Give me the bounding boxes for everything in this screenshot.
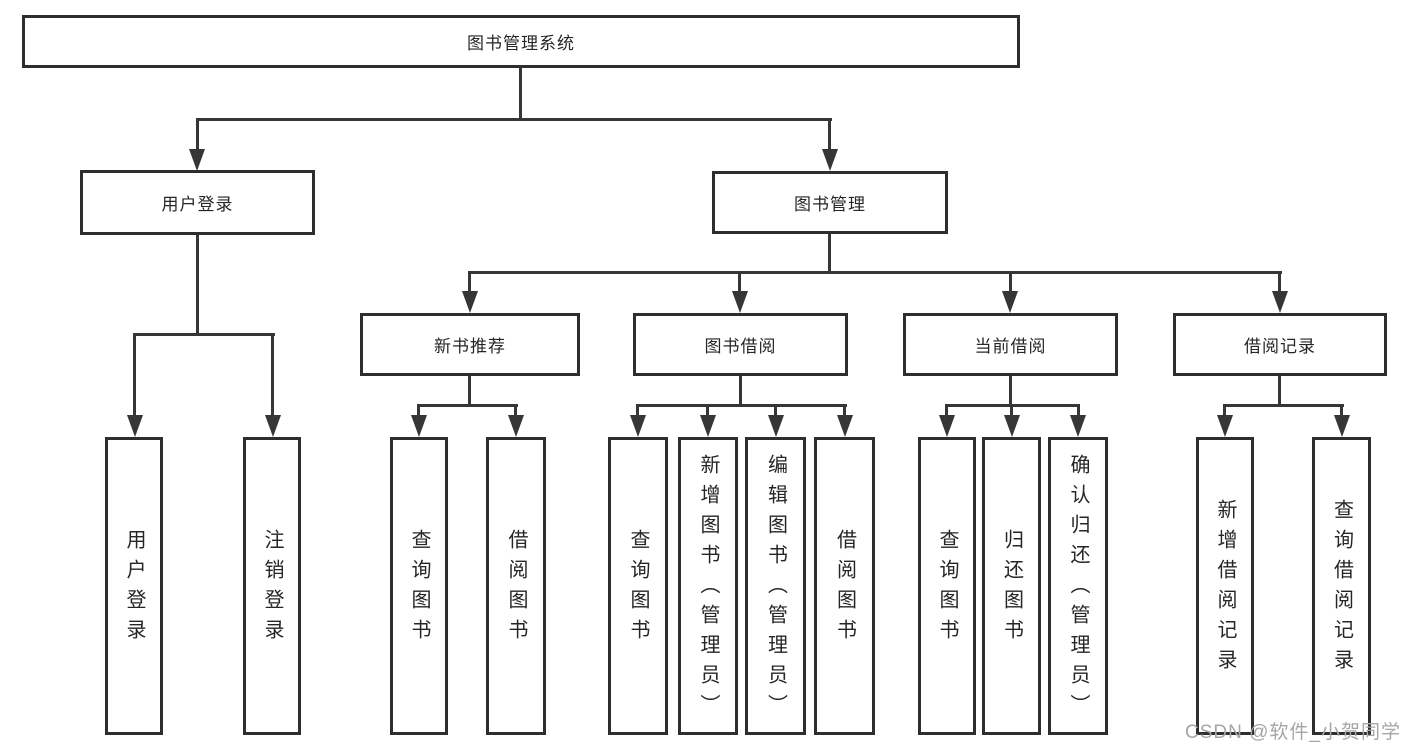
arrow-down bbox=[630, 415, 646, 437]
arrow-down bbox=[1004, 415, 1020, 437]
leaf-borrow-query-book-label: 查询图书 bbox=[627, 529, 649, 649]
leaf-confirm-return-admin-label: 确认归还（管理员） bbox=[1067, 454, 1089, 724]
leaf-add-book-admin: 新增图书（管理员） bbox=[678, 437, 738, 735]
connector-line bbox=[514, 404, 517, 418]
arrow-down bbox=[939, 415, 955, 437]
leaf-user-login: 用户登录 bbox=[105, 437, 163, 735]
watermark: CSDN @软件_小贺同学 bbox=[1185, 722, 1401, 743]
leaf-logout: 注销登录 bbox=[243, 437, 301, 735]
leaf-logout-label: 注销登录 bbox=[261, 529, 283, 649]
node-root-label: 图书管理系统 bbox=[467, 34, 575, 53]
arrow-down bbox=[768, 415, 784, 437]
connector-line bbox=[1223, 404, 1344, 407]
connector-line bbox=[519, 68, 522, 121]
connector-line bbox=[133, 333, 275, 336]
leaf-newbooks-query-book-label: 查询图书 bbox=[408, 529, 430, 649]
arrow-down bbox=[732, 291, 748, 313]
connector-line bbox=[828, 118, 831, 152]
arrow-down bbox=[822, 149, 838, 171]
connector-line bbox=[196, 118, 199, 152]
node-current-borrow: 当前借阅 bbox=[903, 313, 1118, 376]
connector-line bbox=[1223, 404, 1226, 418]
leaf-current-query-book: 查询图书 bbox=[918, 437, 976, 735]
leaf-query-borrow-record: 查询借阅记录 bbox=[1312, 437, 1371, 735]
node-user-login-label: 用户登录 bbox=[161, 195, 234, 214]
leaf-return-book: 归还图书 bbox=[982, 437, 1041, 735]
arrow-down bbox=[189, 149, 205, 171]
leaf-user-login-label: 用户登录 bbox=[123, 529, 145, 649]
arrow-down bbox=[1002, 291, 1018, 313]
connector-line bbox=[706, 404, 709, 418]
node-user-login: 用户登录 bbox=[80, 170, 315, 235]
arrow-down bbox=[1070, 415, 1086, 437]
leaf-add-borrow-record-label: 新增借阅记录 bbox=[1214, 499, 1236, 679]
connector-line bbox=[1010, 404, 1013, 418]
connector-line bbox=[468, 271, 471, 295]
node-new-book-recommend-label: 新书推荐 bbox=[434, 337, 506, 356]
leaf-confirm-return-admin: 确认归还（管理员） bbox=[1048, 437, 1108, 735]
leaf-add-book-admin-label: 新增图书（管理员） bbox=[697, 454, 719, 724]
leaf-edit-book-admin-label: 编辑图书（管理员） bbox=[764, 454, 787, 724]
arrow-down bbox=[837, 415, 853, 437]
leaf-return-book-label: 归还图书 bbox=[1000, 529, 1023, 649]
leaf-query-borrow-record-label: 查询借阅记录 bbox=[1330, 499, 1353, 679]
leaf-newbooks-borrow-book-label: 借阅图书 bbox=[505, 529, 527, 649]
node-book-management-label: 图书管理 bbox=[794, 195, 866, 214]
node-new-book-recommend: 新书推荐 bbox=[360, 313, 580, 376]
leaf-edit-book-admin: 编辑图书（管理员） bbox=[745, 437, 806, 735]
connector-line bbox=[1009, 271, 1012, 295]
leaf-borrow-borrow-book: 借阅图书 bbox=[814, 437, 875, 735]
leaf-borrow-borrow-book-label: 借阅图书 bbox=[833, 529, 856, 649]
arrow-down bbox=[700, 415, 716, 437]
arrow-down bbox=[265, 415, 281, 437]
leaf-newbooks-borrow-book: 借阅图书 bbox=[486, 437, 546, 735]
node-book-management: 图书管理 bbox=[712, 171, 948, 234]
connector-line bbox=[828, 234, 831, 274]
connector-line bbox=[739, 376, 742, 407]
leaf-current-query-book-label: 查询图书 bbox=[936, 529, 958, 649]
node-root: 图书管理系统 bbox=[22, 15, 1020, 68]
connector-line bbox=[1077, 404, 1080, 418]
arrow-down bbox=[1272, 291, 1288, 313]
arrow-down bbox=[462, 291, 478, 313]
arrow-down bbox=[1334, 415, 1350, 437]
connector-line bbox=[271, 333, 274, 418]
node-book-borrow-label: 图书借阅 bbox=[704, 337, 777, 356]
connector-line bbox=[1340, 404, 1343, 418]
node-borrow-records: 借阅记录 bbox=[1173, 313, 1387, 376]
connector-line bbox=[843, 404, 846, 418]
arrow-down bbox=[508, 415, 524, 437]
connector-line bbox=[417, 404, 518, 407]
arrow-down bbox=[127, 415, 143, 437]
connector-line bbox=[945, 404, 948, 418]
leaf-add-borrow-record: 新增借阅记录 bbox=[1196, 437, 1254, 735]
node-book-borrow: 图书借阅 bbox=[633, 313, 848, 376]
connector-line bbox=[1278, 271, 1281, 295]
connector-line bbox=[468, 271, 1282, 274]
connector-line bbox=[636, 404, 847, 407]
connector-line bbox=[196, 235, 199, 336]
arrow-down bbox=[411, 415, 427, 437]
arrow-down bbox=[1217, 415, 1233, 437]
connector-line bbox=[417, 404, 420, 418]
connector-line bbox=[1009, 376, 1012, 407]
connector-line bbox=[738, 271, 741, 295]
connector-line bbox=[468, 376, 471, 407]
connector-line bbox=[133, 333, 136, 418]
leaf-newbooks-query-book: 查询图书 bbox=[390, 437, 448, 735]
connector-line bbox=[636, 404, 639, 418]
connector-line bbox=[196, 118, 832, 121]
connector-line bbox=[1278, 376, 1281, 407]
node-borrow-records-label: 借阅记录 bbox=[1244, 337, 1316, 356]
leaf-borrow-query-book: 查询图书 bbox=[608, 437, 668, 735]
connector-line bbox=[774, 404, 777, 418]
node-current-borrow-label: 当前借阅 bbox=[974, 337, 1047, 356]
